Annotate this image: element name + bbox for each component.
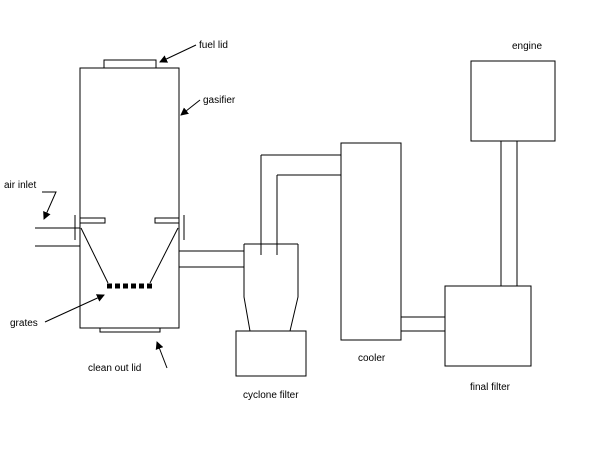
gasifier-vessel (79, 59, 180, 333)
cyclone-cooler-pipe (261, 154, 341, 176)
air-nozzles (74, 215, 185, 246)
fuel-lid-arrow (159, 44, 197, 63)
grates-label: grates (10, 318, 38, 329)
grates-arrow (44, 294, 105, 323)
gasifier-label: gasifier (203, 95, 236, 106)
final-filter-label: final filter (470, 382, 511, 393)
gas-outlet-pipe (179, 250, 244, 268)
filter-engine-pipe (500, 141, 518, 286)
engine (470, 60, 556, 142)
engine-label: engine (512, 41, 542, 52)
cooler (340, 142, 402, 341)
gasifier-arrow (180, 99, 201, 116)
cyclone-filter-label: cyclone filter (243, 390, 299, 401)
air-inlet-label: air inlet (4, 180, 36, 191)
cooler-label: cooler (358, 353, 386, 364)
clean-out-lid-arrow (155, 341, 168, 369)
cooler-filter-pipe (401, 316, 445, 332)
cyclone-filter (235, 155, 307, 377)
clean-out-lid-label: clean out lid (88, 363, 141, 374)
fuel-lid-label: fuel lid (199, 40, 228, 51)
air-inlet-pipe (35, 227, 80, 247)
hearth-funnel (80, 227, 179, 284)
air-inlet-arrow (42, 191, 57, 220)
final-filter (444, 285, 532, 367)
